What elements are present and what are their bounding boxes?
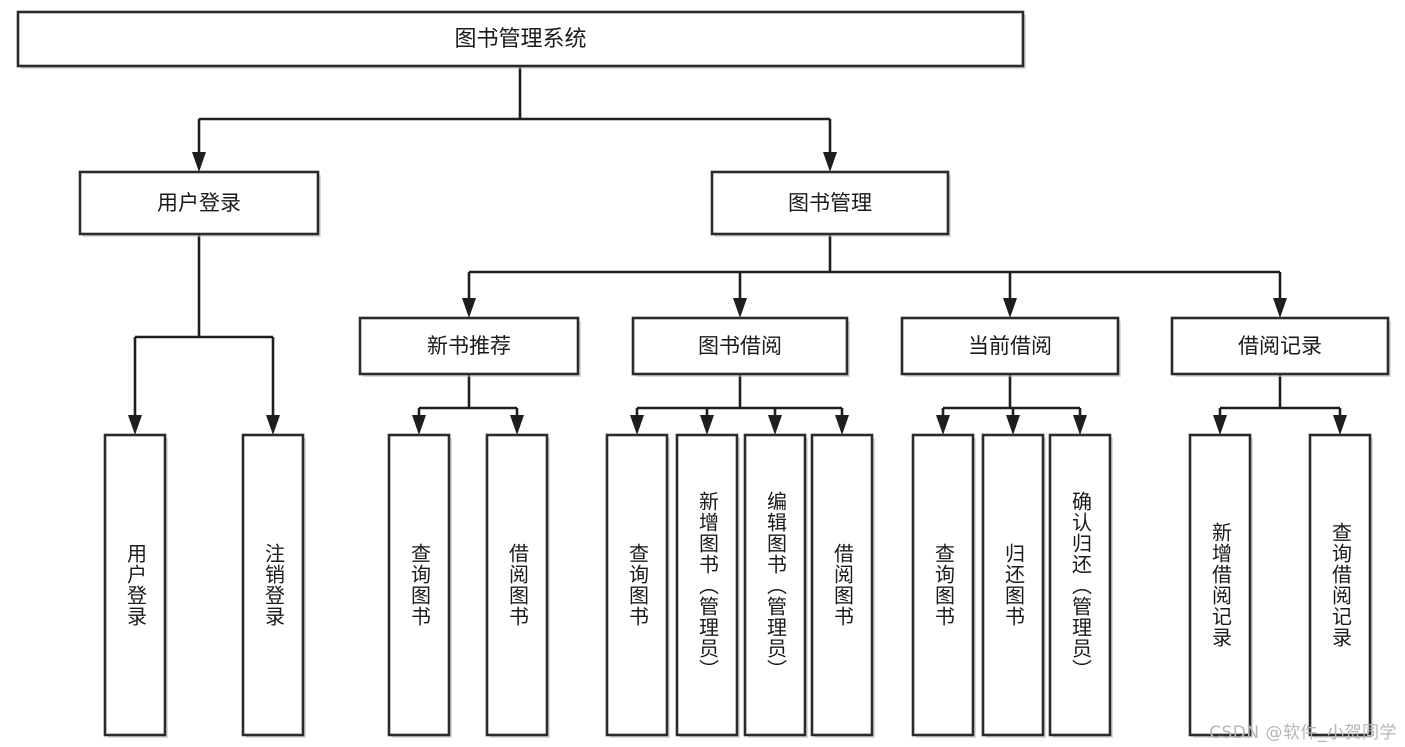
- node-box-leaf-1[interactable]: [241, 433, 305, 737]
- arrow-head-icon: [462, 298, 476, 318]
- node-box-level3-0[interactable]: [358, 316, 580, 376]
- arrow-head-icon: [936, 415, 950, 435]
- arrow-head-icon: [1006, 415, 1020, 435]
- node-box-leaf-0[interactable]: [103, 433, 167, 737]
- arrow-head-icon: [1333, 415, 1347, 435]
- node-box-leaf-8[interactable]: [911, 433, 975, 737]
- node-box-leaf-12[interactable]: [1308, 433, 1372, 737]
- watermark-text: CSDN @软件_小贺同学: [1209, 723, 1397, 743]
- node-box-leaf-5[interactable]: [675, 433, 739, 737]
- node-box-leaf-4[interactable]: [605, 433, 669, 737]
- arrow-head-icon: [1073, 415, 1087, 435]
- node-box-leaf-7[interactable]: [810, 433, 874, 737]
- node-box-leaf-10[interactable]: [1048, 433, 1112, 737]
- arrow-head-icon: [1213, 415, 1227, 435]
- arrow-head-icon: [733, 298, 747, 318]
- node-box-leaf-6[interactable]: [743, 433, 807, 737]
- arrow-head-icon: [266, 415, 280, 435]
- node-box-level2-0[interactable]: [78, 170, 320, 236]
- arrow-head-icon: [630, 415, 644, 435]
- node-box-leaf-11[interactable]: [1188, 433, 1252, 737]
- arrow-head-icon: [1003, 298, 1017, 318]
- node-box-root-0[interactable]: [16, 10, 1025, 68]
- node-label-level3-2: 当前借阅: [968, 334, 1052, 358]
- arrow-head-icon: [192, 152, 206, 172]
- arrow-head-icon: [128, 415, 142, 435]
- node-box-leaf-2[interactable]: [387, 433, 451, 737]
- arrow-head-icon: [823, 152, 837, 172]
- node-label-root-0: 图书管理系统: [454, 27, 586, 52]
- arrow-head-icon: [412, 415, 426, 435]
- arrow-head-icon: [510, 415, 524, 435]
- node-label-level2-0: 用户登录: [157, 191, 241, 215]
- node-box-level3-1[interactable]: [631, 316, 849, 376]
- node-box-level3-3[interactable]: [1170, 316, 1390, 376]
- node-label-level2-1: 图书管理: [788, 191, 872, 215]
- node-box-level2-1[interactable]: [710, 170, 950, 236]
- node-box-leaf-3[interactable]: [485, 433, 549, 737]
- node-box-leaf-9[interactable]: [981, 433, 1045, 737]
- node-label-level3-1: 图书借阅: [698, 334, 782, 358]
- arrow-head-icon: [835, 415, 849, 435]
- arrow-head-icon: [1273, 298, 1287, 318]
- boxes-layer: [16, 10, 1391, 738]
- node-label-level3-0: 新书推荐: [427, 334, 511, 358]
- connectors-layer: [128, 66, 1347, 435]
- node-box-level3-2[interactable]: [900, 316, 1120, 376]
- arrow-head-icon: [700, 415, 714, 435]
- arrow-head-icon: [768, 415, 782, 435]
- node-label-level3-3: 借阅记录: [1238, 334, 1322, 358]
